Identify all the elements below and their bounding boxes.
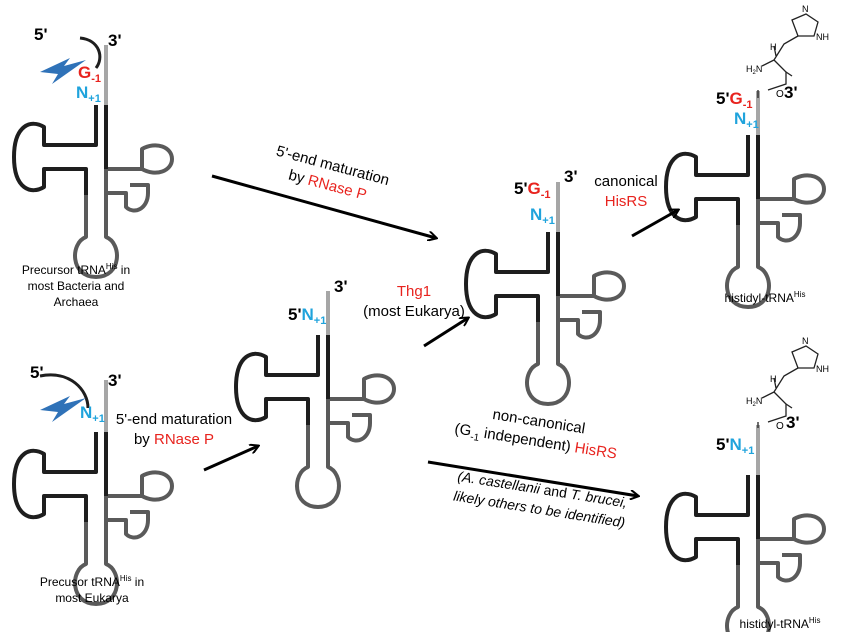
amine-label: H2N <box>746 396 762 408</box>
n-plus1-label: N+1 <box>530 205 555 227</box>
five-prime-g1-label: 5'G-1 <box>514 179 551 201</box>
histidyl-caption-bottom: histidyl-tRNAHis <box>740 616 821 631</box>
trna-precursor-bacteria <box>12 45 174 279</box>
histidine-structure-icon <box>757 345 819 428</box>
trna-precursor-eukarya <box>12 380 174 606</box>
histidyl-trna-noncanonical <box>664 425 826 632</box>
alpha-h-label: H <box>770 42 777 52</box>
n-plus1-label: N+1 <box>76 83 101 105</box>
arrow-icon <box>211 174 436 238</box>
five-prime-label: 5' <box>34 25 48 44</box>
canonical-label: canonical <box>594 173 657 190</box>
five-prime-n1-label: 5'N+1 <box>288 305 326 327</box>
histidyl-trna-canonical <box>664 91 826 309</box>
three-prime-label: 3' <box>784 83 798 102</box>
imidazole-nh-label: NH <box>816 364 829 374</box>
hisrs-label: HisRS <box>605 193 648 210</box>
thg1-label: Thg1 <box>397 283 431 300</box>
three-prime-label: 3' <box>334 277 348 296</box>
lightning-bolt-icon <box>40 58 86 84</box>
histidine-structure-icon <box>757 13 819 98</box>
three-prime-label: 3' <box>786 413 800 432</box>
leader-strand <box>39 373 90 409</box>
histidyl-caption-top: histidyl-tRNAHis <box>725 290 806 305</box>
ester-o-label: O <box>776 89 784 100</box>
five-prime-label: 5' <box>30 363 44 382</box>
three-prime-label: 3' <box>564 167 578 186</box>
amine-label: H2N <box>746 64 762 76</box>
three-prime-label: 3' <box>108 31 122 50</box>
arrow-icon <box>423 318 468 348</box>
n-plus1-label: N+1 <box>734 109 759 131</box>
precursor-bacteria-caption-2: most Bacteria and <box>28 279 125 293</box>
lightning-bolt-icon <box>40 396 86 422</box>
three-prime-label: 3' <box>108 371 122 390</box>
arrow-icon <box>203 446 258 472</box>
maturation-bottom-label-1: 5'-end maturation <box>116 411 232 428</box>
maturation-top-label: 5'-end maturation by RNase P <box>274 143 391 204</box>
precursor-eukarya-caption-2: most Eukarya <box>55 591 129 605</box>
precursor-eukarya-caption: Precusor tRNAHis in <box>40 574 144 589</box>
most-eukarya-label: (most Eukarya) <box>363 303 465 320</box>
five-prime-g1-label: 5'G-1 <box>716 89 753 111</box>
ester-o-label: O <box>776 421 784 432</box>
imidazole-nh-label: NH <box>816 32 829 42</box>
species-label: (A. castellanii and T. brucei, likely ot… <box>452 468 628 531</box>
imidazole-n-label: N <box>802 336 809 346</box>
precursor-bacteria-caption-3: Archaea <box>54 295 99 309</box>
trna-with-g-minus1 <box>464 182 626 406</box>
noncanonical-label: non-canonical (G-1 independent) HisRS <box>453 406 618 463</box>
arrow-icon <box>427 460 638 496</box>
precursor-bacteria-caption: Precursor tRNAHis in <box>22 262 130 277</box>
five-prime-n1-label: 5'N+1 <box>716 435 754 457</box>
arrow-icon <box>631 210 678 238</box>
trna-matured-eukarya <box>234 291 396 509</box>
g-minus1-label: G-1 <box>78 63 101 85</box>
alpha-h-label: H <box>770 374 777 384</box>
maturation-bottom-label-2: by RNase P <box>134 431 214 448</box>
imidazole-n-label: N <box>802 4 809 14</box>
leader-strand <box>79 36 102 69</box>
n-plus1-label: N+1 <box>80 403 105 425</box>
